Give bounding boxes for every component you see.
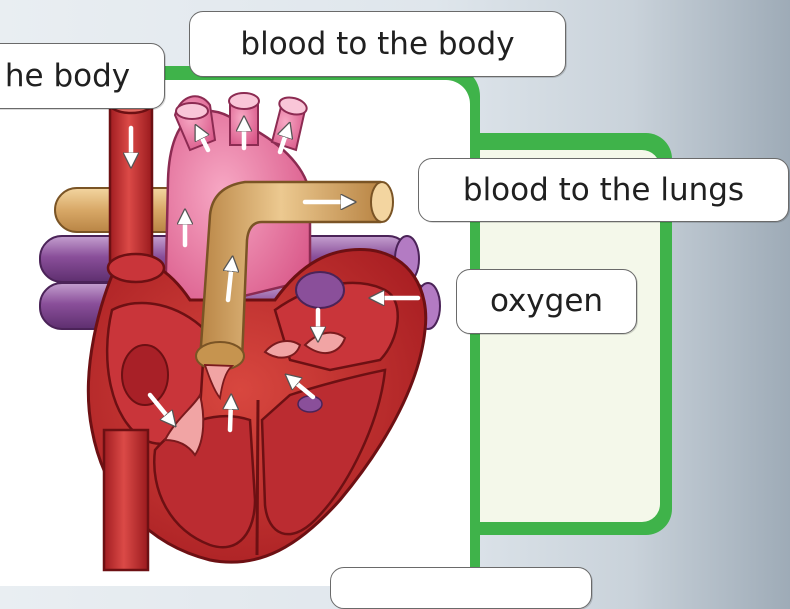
label-blood-to-the-lungs: blood to the lungs <box>418 158 789 222</box>
inferior-vena-cava <box>104 430 148 570</box>
label-blood-to-the-body: blood to the body <box>189 11 566 77</box>
label-blood-to-the-body-left: he body <box>0 43 165 109</box>
label-bottom-cut-off <box>330 567 592 609</box>
label-oxygen: oxygen <box>456 269 637 334</box>
diagram-stage: he body blood to the body blood to the l… <box>0 0 790 586</box>
